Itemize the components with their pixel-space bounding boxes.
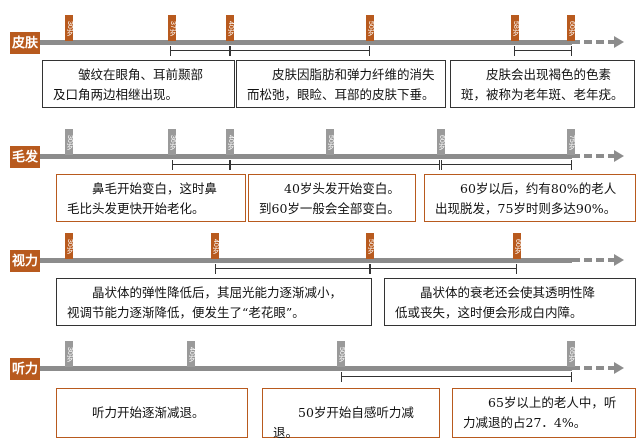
age-tick: 40岁 <box>226 15 234 41</box>
note-line: 皱纹在眼角、耳前颞部 <box>78 67 204 82</box>
timeline-dash <box>572 154 616 158</box>
timeline-axis <box>40 258 572 263</box>
note-box: 40岁头发开始变白。 到60岁一般会全部变白。 <box>248 174 416 222</box>
age-tick: 60岁 <box>567 15 575 41</box>
note-box: 65岁以上的老人中，听 力减退的占27．4%。 <box>452 388 636 438</box>
age-tick: 40岁 <box>226 129 234 155</box>
note-box: 皮肤会出现褐色的色素 斑，被称为老年斑、老年疣。 <box>450 60 635 108</box>
timeline-arrow <box>614 150 624 162</box>
category-label: 视力 <box>10 250 40 272</box>
range-bracket <box>514 46 572 56</box>
note-box: 听力开始逐渐减退。 <box>56 388 248 438</box>
age-tick: 75岁 <box>567 129 575 155</box>
note-line: 及口角两边相继出现。 <box>53 87 179 102</box>
timeline-axis <box>40 40 572 45</box>
row-hearing: 听力 30岁 40岁 50岁 65岁 听力开始逐渐减退。 50岁开始自感听力减退… <box>0 338 640 443</box>
timeline-dash <box>572 366 616 370</box>
age-tick: 36岁 <box>168 129 176 155</box>
age-tick: 65岁 <box>567 341 575 367</box>
note-box: 晶状体的弹性降低后，其屈光能力逐渐减小， 视调节能力逐渐降低，便发生了“老花眼”… <box>56 278 372 326</box>
note-box: 晶状体的衰老还会使其透明性降 低或丧失，这时便会形成白内障。 <box>384 278 636 326</box>
row-skin: 皮肤 30岁 37岁 40岁 50岁 58岁 60岁 皱纹在眼角、耳前颞部 及口… <box>0 0 640 110</box>
age-tick: 60岁 <box>513 233 521 259</box>
range-bracket <box>370 264 517 274</box>
note-line: 听力开始逐渐减退。 <box>92 405 205 420</box>
note-line: 晶状体的衰老还会使其透明性降 <box>420 285 596 300</box>
note-box: 鼻毛开始变白，这时鼻 毛比头发更快开始老化。 <box>56 174 246 222</box>
range-bracket <box>230 160 440 170</box>
note-box: 皮肤因脂肪和弹力纤维的消失 而松弛，眼睑、耳部的皮肤下垂。 <box>236 60 446 108</box>
age-tick: 50岁 <box>326 129 334 155</box>
note-line: 40岁头发开始变白。 <box>284 181 400 196</box>
age-tick: 50岁 <box>366 15 374 41</box>
range-bracket <box>172 160 230 170</box>
note-line: 视调节能力逐渐降低，便发生了“老花眼”。 <box>67 305 305 320</box>
note-line: 出现脱发，75岁时则多达90%。 <box>435 201 617 216</box>
note-line: 斑，被称为老年斑、老年疣。 <box>461 87 624 102</box>
timeline-axis <box>40 366 572 371</box>
category-label: 皮肤 <box>10 32 40 54</box>
age-tick: 30岁 <box>65 233 73 259</box>
note-box: 60岁以后，约有80%的老人 出现脱发，75岁时则多达90%。 <box>424 174 636 222</box>
age-tick: 60岁 <box>437 129 445 155</box>
note-line: 而松弛，眼睑、耳部的皮肤下垂。 <box>247 87 435 102</box>
note-line: 皮肤因脂肪和弹力纤维的消失 <box>272 67 435 82</box>
range-bracket <box>341 372 572 382</box>
range-bracket <box>230 46 370 56</box>
note-line: 晶状体的弹性降低后，其屈光能力逐渐减小， <box>92 285 343 300</box>
range-bracket <box>170 46 230 56</box>
note-line: 低或丧失，这时便会形成白内障。 <box>395 305 583 320</box>
note-line: 65岁以上的老人中，听 <box>488 395 617 410</box>
note-line: 力减退的占27．4%。 <box>463 415 587 430</box>
note-line: 60岁以后，约有80%的老人 <box>460 181 617 196</box>
age-tick: 30岁 <box>65 341 73 367</box>
row-hair: 毛发 30岁 36岁 40岁 50岁 60岁 75岁 鼻毛开始变白，这时鼻 毛比… <box>0 118 640 228</box>
category-label: 毛发 <box>10 146 40 168</box>
timeline-dash <box>572 258 616 262</box>
age-tick: 40岁 <box>187 341 195 367</box>
timeline-axis <box>40 154 572 159</box>
note-line: 毛比头发更快开始老化。 <box>67 201 205 216</box>
age-tick: 30岁 <box>65 15 73 41</box>
range-bracket <box>215 264 370 274</box>
timeline-arrow <box>614 362 624 374</box>
age-tick: 40岁 <box>211 233 219 259</box>
timeline-dash <box>572 40 616 44</box>
timeline-arrow <box>614 36 624 48</box>
age-tick: 50岁 <box>337 341 345 367</box>
age-tick: 50岁 <box>366 233 374 259</box>
note-box: 皱纹在眼角、耳前颞部 及口角两边相继出现。 <box>42 60 235 108</box>
age-tick: 58岁 <box>511 15 519 41</box>
note-line: 鼻毛开始变白，这时鼻 <box>92 181 218 196</box>
range-bracket <box>441 160 572 170</box>
age-tick: 30岁 <box>65 129 73 155</box>
row-vision: 视力 30岁 40岁 50岁 60岁 晶状体的弹性降低后，其屈光能力逐渐减小， … <box>0 232 640 332</box>
age-tick: 37岁 <box>168 15 176 41</box>
timeline-arrow <box>614 254 624 266</box>
note-line: 50岁开始自感听力减退。 <box>273 405 414 440</box>
category-label: 听力 <box>10 358 40 380</box>
note-line: 到60岁一般会全部变白。 <box>259 201 400 216</box>
note-line: 皮肤会出现褐色的色素 <box>486 67 612 82</box>
note-box: 50岁开始自感听力减退。 <box>262 388 440 440</box>
